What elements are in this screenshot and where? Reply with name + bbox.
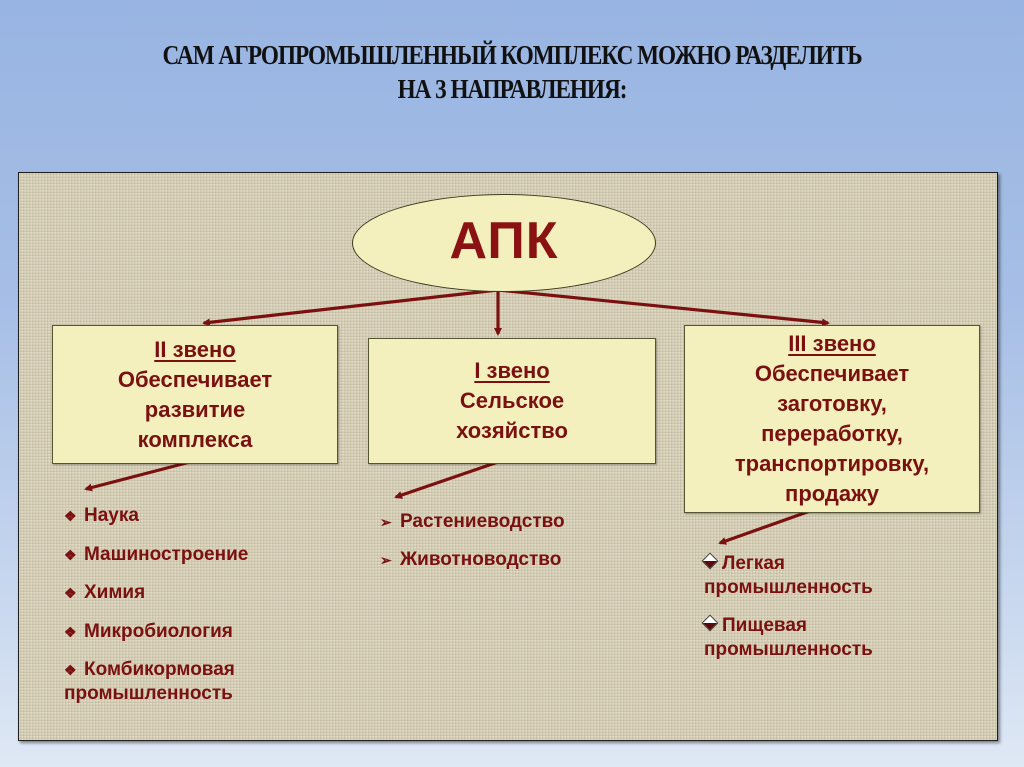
box-second-link-line: Обеспечивает (117, 366, 273, 392)
arrowhead-bullet-icon: ➢ (380, 514, 392, 530)
box-third-link-line: переработку, (761, 421, 903, 446)
slide-title-line-1: САМ АГРОПРОМЫШЛЕННЫЙ КОМПЛЕКС МОЖНО РАЗД… (162, 40, 862, 70)
four-diamond-bullet-icon: ❖ (64, 508, 77, 524)
box-third-link-line: Обеспечивает (754, 361, 910, 386)
box-third-link-line: продажу (785, 481, 879, 506)
box-third-link-line: заготовку, (777, 391, 887, 416)
list-item: ❖Микробиология (64, 613, 248, 652)
box-first-link: I звено Сельское хозяйство (368, 338, 656, 464)
list-item: ❖Наука (64, 497, 248, 536)
list-item: ❖Химия (64, 574, 248, 613)
slide-title: САМ АГРОПРОМЫШЛЕННЫЙ КОМПЛЕКС МОЖНО РАЗД… (72, 38, 953, 106)
list-second-link: ❖Наука ❖Машиностроение ❖Химия ❖Микробиол… (64, 497, 248, 706)
apk-root-node: АПК (352, 194, 656, 292)
slide-title-line-2: НА 3 НАПРАВЛЕНИЯ: (397, 74, 628, 104)
list-item: ➢Животноводство (380, 541, 565, 579)
box-second-link: II звено Обеспечивает развитие комплекса (52, 325, 338, 464)
box-second-link-heading: II звено (154, 336, 236, 362)
box-third-link-heading: III звено (788, 331, 876, 356)
list-item: ❖Машиностроение (64, 536, 248, 575)
box-first-link-line: хозяйство (456, 418, 568, 443)
list-item: ➢Растениеводство (380, 503, 565, 541)
box-third-link-line: транспортировку, (734, 451, 930, 476)
box-second-link-line: развитие (144, 396, 246, 422)
diamond-bullet-icon (701, 614, 719, 632)
list-third-link: Легкая промышленность Пищевая промышленн… (701, 552, 873, 662)
list-item: ❖Комбикормовая промышленность (64, 659, 235, 704)
box-first-link-line: Сельское (459, 388, 565, 413)
list-item: Пищевая промышленность (701, 614, 873, 662)
apk-root-label: АПК (449, 212, 559, 270)
diamond-bullet-icon (701, 552, 719, 570)
arrowhead-bullet-icon: ➢ (380, 552, 392, 568)
box-third-link: III звено Обеспечивает заготовку, перера… (684, 325, 980, 513)
list-item: Легкая промышленность (701, 552, 873, 600)
four-diamond-bullet-icon: ❖ (64, 546, 77, 563)
box-second-link-line: комплекса (137, 426, 253, 452)
four-diamond-bullet-icon: ❖ (64, 623, 77, 640)
four-diamond-bullet-icon: ❖ (64, 662, 77, 678)
four-diamond-bullet-icon: ❖ (64, 585, 77, 601)
box-first-link-heading: I звено (474, 358, 550, 383)
list-first-link: ➢Растениеводство ➢Животноводство (380, 503, 565, 579)
